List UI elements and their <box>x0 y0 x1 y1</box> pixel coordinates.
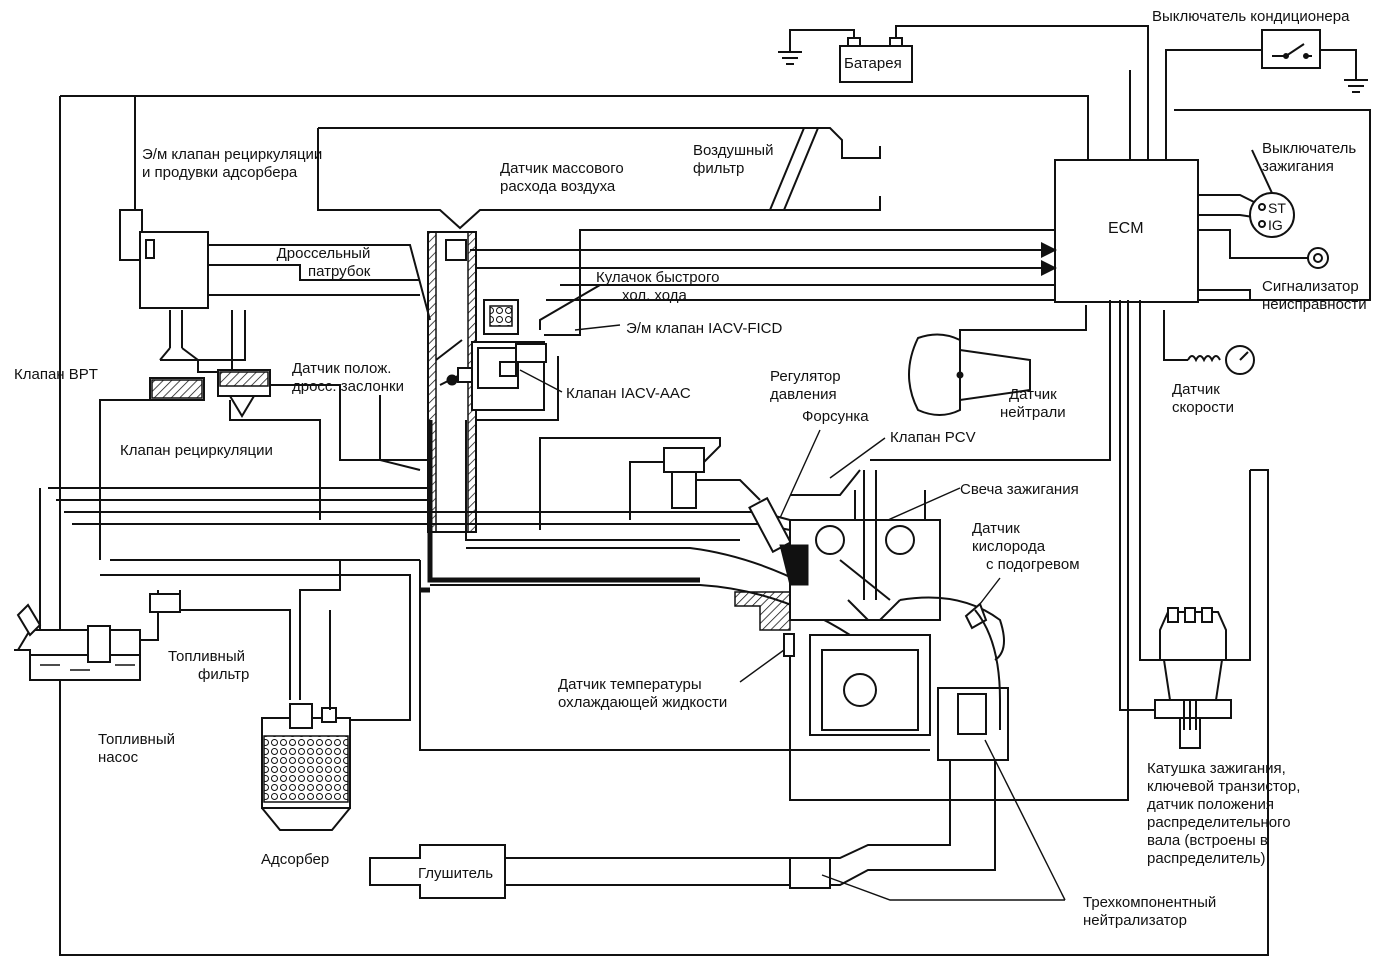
muffler-label: Глушитель <box>418 865 494 882</box>
canister-label: Адсорбер <box>261 851 330 868</box>
spark-plug-label: Свеча зажигания <box>960 481 1079 498</box>
speed-sensor-group <box>1163 310 1255 375</box>
iacv-group <box>471 229 1055 421</box>
fuel-pump-element <box>87 625 111 663</box>
tps-label: Датчик полож.дросс. заслонки <box>292 360 404 395</box>
ignition-switch-group <box>1249 149 1295 238</box>
battery-box <box>839 45 913 83</box>
bpt-valve-group <box>99 310 246 560</box>
maf-sensor-element <box>445 239 467 261</box>
battery-label: Батарея <box>844 55 902 72</box>
egr-valve-label: Клапан рециркуляции <box>120 442 273 459</box>
ignition-st-label: ST <box>1268 200 1286 216</box>
fuel-tank-group <box>14 603 141 681</box>
battery-group <box>778 25 1149 160</box>
catalyst-element <box>957 693 987 735</box>
air-filter-element <box>768 127 820 211</box>
engine-group <box>779 470 941 736</box>
bpt-valve-label: Клапан BPT <box>14 366 98 383</box>
iacv-ficd-label: Э/м клапан IACV-FICD <box>626 320 783 337</box>
injector-label: Форсунка <box>802 408 869 425</box>
ac-switch-box <box>1261 29 1321 69</box>
canister-group <box>261 703 351 831</box>
malfunction-lamp-icon <box>1307 247 1329 269</box>
distributor-group <box>1139 300 1251 749</box>
egr-solenoid-group <box>119 209 431 321</box>
egr-valve-group <box>217 369 430 520</box>
throttle-position-sensor-element <box>457 367 473 383</box>
ac-switch-label: Выключатель кондиционера <box>1152 8 1350 25</box>
distributor-label: Катушка зажигания, ключевой транзистор, … <box>1147 760 1301 867</box>
pressure-regulator-group <box>539 437 761 530</box>
pcv-valve-label: Клапан PCV <box>890 429 976 446</box>
ignition-ig-label: IG <box>1268 217 1283 233</box>
fuel-filter-element <box>149 593 181 613</box>
ac-switch-group <box>1165 29 1368 160</box>
transmission-group <box>908 305 1087 416</box>
iacv-aac-label: Клапан IACV-AAC <box>566 385 691 402</box>
coolant-temp-sensor-element <box>783 633 795 657</box>
ecm-label: ECM <box>1108 220 1144 237</box>
